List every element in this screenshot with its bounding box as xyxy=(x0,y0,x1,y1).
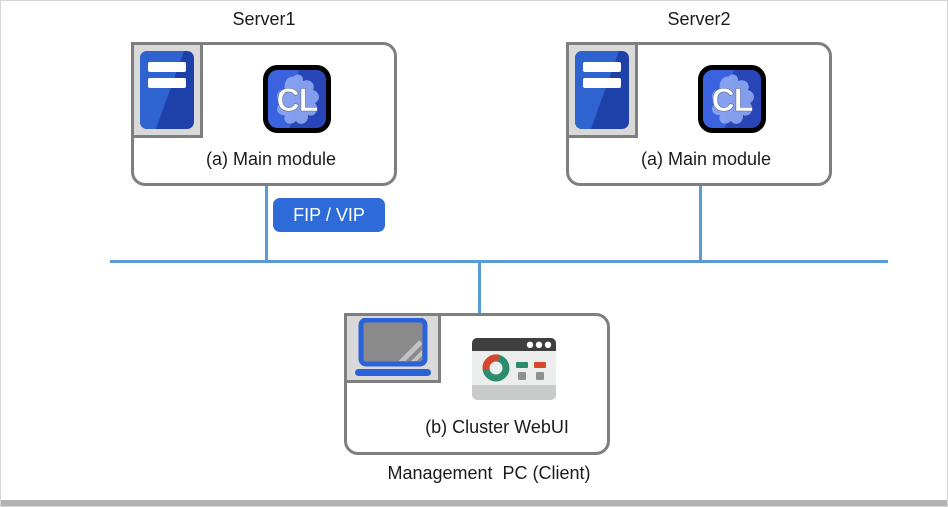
webui-browser-icon xyxy=(472,338,556,400)
server2-box: CL (a) Main module xyxy=(566,42,832,186)
network-line-management-pc xyxy=(478,263,481,313)
server2-module-label: (a) Main module xyxy=(640,149,772,169)
cl-app-icon: CL xyxy=(698,65,766,133)
page-bottom-bar xyxy=(1,500,947,506)
server-tower-icon xyxy=(140,51,194,129)
server2-title: Server2 xyxy=(667,9,731,29)
server-tower-icon xyxy=(575,51,629,129)
server1-title: Server1 xyxy=(232,9,296,29)
network-line-server2 xyxy=(699,186,702,261)
fip-vip-badge: FIP / VIP xyxy=(273,198,385,232)
svg-text:CL: CL xyxy=(712,82,753,118)
network-line-server1 xyxy=(265,186,268,261)
server-icon xyxy=(566,42,638,138)
management-pc-module-label: (b) Cluster WebUI xyxy=(425,417,569,437)
server1-box: CL (a) Main module xyxy=(131,42,397,186)
server-icon xyxy=(131,42,203,138)
laptop-icon xyxy=(344,313,441,383)
management-pc-box: (b) Cluster WebUI xyxy=(344,313,610,455)
network-line-backbone xyxy=(110,260,888,263)
cl-app-icon: CL xyxy=(263,65,331,133)
svg-text:CL: CL xyxy=(277,82,318,118)
management-pc-caption: Management PC (Client) xyxy=(387,463,591,483)
server1-module-label: (a) Main module xyxy=(205,149,337,169)
